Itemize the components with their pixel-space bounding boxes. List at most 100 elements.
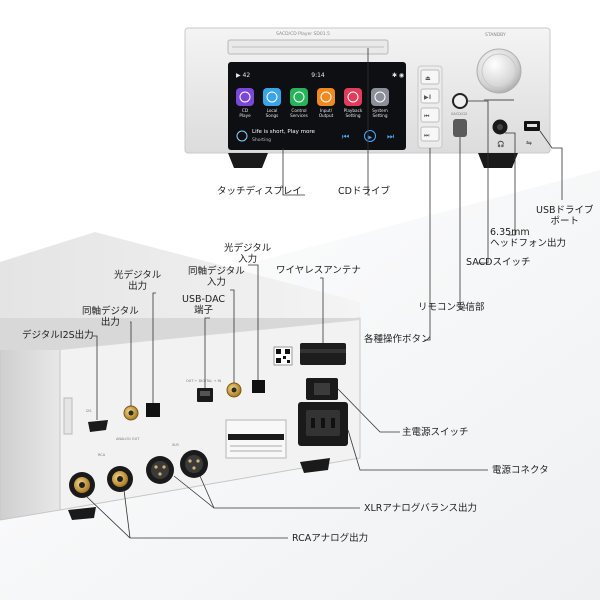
label-coax-in-line2: 入力 [206,277,226,288]
label-wireless-antenna: ワイヤレスアンテナ [276,265,361,276]
label-touch-display: タッチディスプレイ [217,186,302,197]
leader-usb-dac [204,317,210,388]
volume-knob-ring [481,53,517,89]
power-pin-middle [321,418,325,428]
label-optical-in-line2: 入力 [238,254,258,265]
optical-out-port [146,403,160,417]
xlr-left-pin-1 [188,459,192,463]
rca-small: RCA [98,453,106,457]
headphone-jack-hole [497,124,503,130]
leader-optical-in [248,264,259,380]
back-chassis-edge [0,318,360,350]
label-remote-receiver: リモコン受信部 [418,302,485,313]
label-coax-out-line1: 同軸デジタル [82,306,139,317]
leader-buttons [424,148,431,341]
leader-cd-drive [367,48,370,196]
caution-label-band [228,434,284,440]
app-tile-4 [344,88,362,106]
next-track-icon: ⏭ [387,132,394,141]
leader-headphone [505,132,516,236]
prev-button-icon: ⏮ [424,114,430,120]
label-coax-out-line2: 出力 [100,317,120,328]
prev-track-icon: ⏮ [342,132,349,141]
label-coax-in: 同軸デジタル 入力 [188,266,245,288]
sacd-small-label: SACD/CD [451,112,467,116]
standby-label: STANDBY [485,32,506,38]
usb-port-tongue [527,124,537,127]
leader-power-connector [347,429,488,471]
label-headphone-line2: ヘッドフォン出力 [490,238,567,249]
leader-touch-display [282,148,305,196]
label-sacd-switch: SACDスイッチ [466,257,531,268]
label-headphone-line1: 6.35mm [490,227,530,238]
app-icon-glyph-4 [347,91,359,103]
next-button-icon: ⏭ [424,133,430,139]
now-playing-subtitle: Shorting [252,137,271,143]
app-label-3-1: Output [319,113,334,118]
now-playing-art-icon [236,130,248,142]
remote-receiver-window [453,119,467,137]
play-button-ring [364,130,376,142]
touch-screen [228,62,406,150]
rca-left-jack-pin [117,476,123,482]
app-icon-glyph-0 [239,91,251,103]
front-unit: ▶ 42 9:14 ✱ ◉ CDPlayeLocalSongsControlSe… [184,27,551,168]
label-xlr-out: XLRアナログバランス出力 [364,503,478,514]
model-label: SACD/CD Player SD01.5 [276,31,330,37]
label-rca-out: RCAアナログ出力 [292,533,369,544]
app-label-2-1: Services [290,113,308,118]
power-pin-right [331,418,335,428]
screen-time: 9:14 [311,72,325,79]
label-buttons: 各種操作ボタン [364,334,431,345]
app-icon-glyph-1 [266,91,278,103]
app-tile-0 [236,88,254,106]
analog-out-small: ANALOG OUT [116,437,140,441]
leader-main-power [337,388,400,433]
app-label-0-1: Playe [239,113,251,118]
now-playing-title: Life is short, Play more [252,129,316,135]
main-power-rocker [314,383,330,395]
app-icon-glyph-2 [293,91,305,103]
leader-xlr-2 [199,475,215,509]
leader-sacd [467,100,489,264]
app-label-1-0: Local [267,108,278,113]
digital-in-small: OUT ← DIGITAL → IN [186,379,221,383]
back-unit: I2S ANALOG OUT OUT ← DIGITAL → IN [0,232,361,521]
app-tile-3 [317,88,335,106]
label-headphone: 6.35mm ヘッドフォン出力 [490,227,566,249]
label-cd-drive: CDドライブ [338,186,390,197]
wireless-antenna-ridge [300,349,346,353]
label-coax-in-line1: 同軸デジタル [188,266,245,277]
app-label-5-1: Setting [373,113,388,118]
rca-right-jack-pin [79,482,85,488]
front-foot-left [228,153,268,168]
app-label-4-1: Setting [346,113,361,118]
xlr-right-jack-inner [151,461,169,479]
usb-dac-port-inner [200,391,210,396]
leader-remote [459,137,468,309]
app-tile-1 [263,88,281,106]
play-pause-icon: ▶‖ [424,95,431,101]
app-label-4-0: Playback [344,108,363,113]
back-foot-right [300,458,330,473]
wireless-antenna [300,343,346,365]
leader-usb [539,130,563,200]
label-optical-in: 光デジタル 入力 [224,243,271,265]
xlr-right-pin-2 [162,465,166,469]
xlr-left-jack-inner [185,455,203,473]
eject-icon: ⏏ [425,76,431,82]
xlr-left-pin-2 [196,459,200,463]
app-label-3-0: Input/ [320,108,333,113]
leader-optical-out [152,292,156,403]
app-icon-glyph-5 [374,91,386,103]
xlr-right-pin-3 [158,472,162,476]
coax-in-jack-pin [231,387,237,393]
knob-indicator-line [484,99,514,101]
back-chassis-top [0,232,360,318]
app-tile-5 [371,88,389,106]
leader-rca-2 [123,489,131,539]
power-pin-left [311,418,315,428]
next-button [420,126,440,142]
